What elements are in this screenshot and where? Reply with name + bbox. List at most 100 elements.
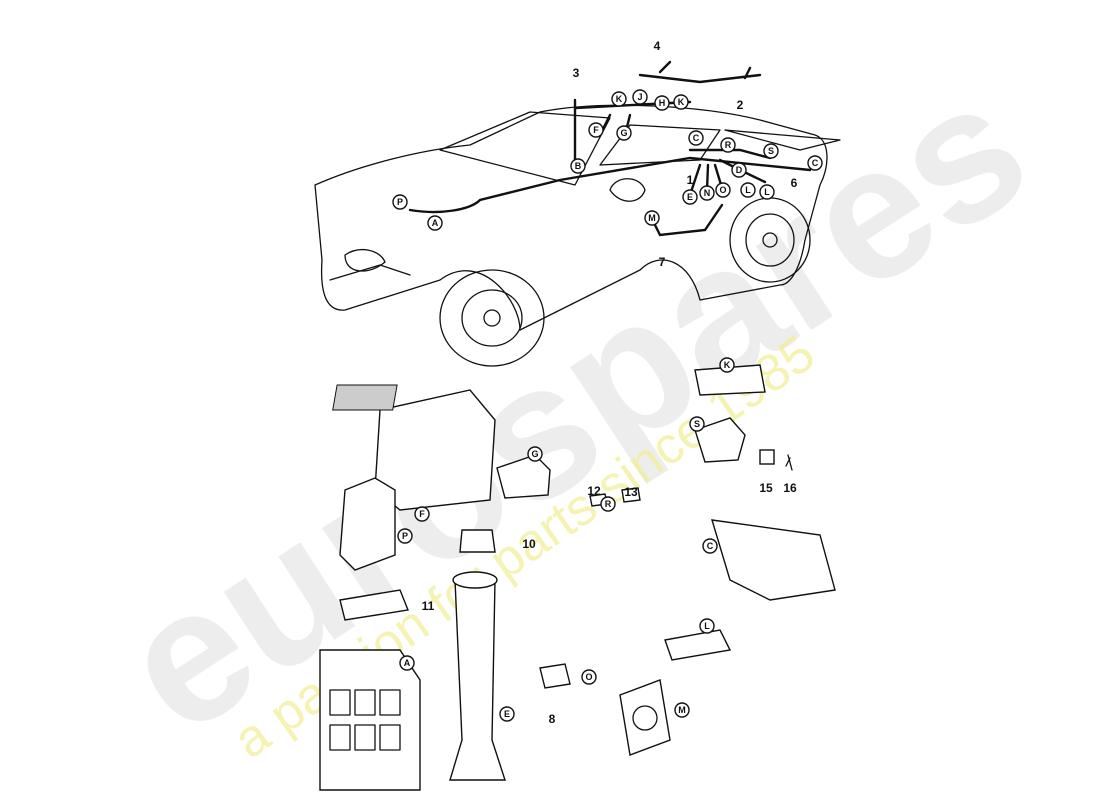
callout-number-7: 7 xyxy=(659,255,666,269)
callout-letter-l: L xyxy=(699,618,715,634)
svg-text:D: D xyxy=(736,165,743,175)
svg-text:F: F xyxy=(419,509,425,519)
callout-letter-f: F xyxy=(588,122,604,138)
svg-text:2: 2 xyxy=(737,98,744,112)
callout-letter-l: L xyxy=(759,184,775,200)
svg-text:8: 8 xyxy=(549,712,556,726)
part-8-connector xyxy=(539,663,571,689)
callout-number-13: 13 xyxy=(624,485,638,499)
callout-number-1: 1 xyxy=(687,173,694,187)
part-10-sensor-cap xyxy=(459,529,496,553)
svg-text:O: O xyxy=(719,185,726,195)
callout-letter-f: F xyxy=(414,506,430,522)
callout-letter-p: P xyxy=(397,528,413,544)
svg-text:R: R xyxy=(605,499,612,509)
callout-letter-s: S xyxy=(689,416,705,432)
callout-letter-o: O xyxy=(715,182,731,198)
callout-letter-p: P xyxy=(392,194,408,210)
svg-text:15: 15 xyxy=(759,481,773,495)
callout-number-10: 10 xyxy=(522,537,536,551)
part-a-fusebox xyxy=(319,649,421,791)
callout-letter-d: D xyxy=(731,162,747,178)
callout-letter-k: K xyxy=(673,94,689,110)
callout-number-12: 12 xyxy=(587,484,601,498)
svg-text:13: 13 xyxy=(624,485,638,499)
svg-text:12: 12 xyxy=(587,484,601,498)
svg-text:R: R xyxy=(725,140,732,150)
callout-letter-r: R xyxy=(600,496,616,512)
svg-text:C: C xyxy=(693,133,700,143)
callout-letter-g: G xyxy=(616,125,632,141)
callout-number-15: 15 xyxy=(759,481,773,495)
svg-text:H: H xyxy=(659,98,666,108)
part-11-connector xyxy=(339,589,409,621)
callout-number-6: 6 xyxy=(791,176,798,190)
parts xyxy=(319,364,836,791)
svg-text:4: 4 xyxy=(654,39,661,53)
svg-text:L: L xyxy=(704,621,710,631)
svg-text:K: K xyxy=(616,94,623,104)
svg-text:3: 3 xyxy=(573,66,580,80)
svg-text:S: S xyxy=(768,146,774,156)
svg-text:S: S xyxy=(694,419,700,429)
callout-letter-h: H xyxy=(654,95,670,111)
callout-letter-k: K xyxy=(719,357,735,373)
svg-text:7: 7 xyxy=(659,255,666,269)
callout-letter-o: O xyxy=(581,669,597,685)
svg-text:G: G xyxy=(531,449,538,459)
callout-letter-m: M xyxy=(674,702,690,718)
svg-text:11: 11 xyxy=(422,599,435,613)
callout-number-8: 8 xyxy=(549,712,556,726)
svg-text:G: G xyxy=(620,128,627,138)
svg-text:N: N xyxy=(704,188,711,198)
svg-text:C: C xyxy=(812,158,819,168)
callout-letter-l: L xyxy=(740,182,756,198)
part-c-rear-panel xyxy=(711,519,836,601)
svg-text:L: L xyxy=(764,187,770,197)
svg-text:1: 1 xyxy=(687,173,694,187)
car-outline xyxy=(314,104,841,367)
part-s-motor xyxy=(694,417,746,463)
svg-text:6: 6 xyxy=(791,176,798,190)
svg-text:K: K xyxy=(724,360,731,370)
svg-text:F: F xyxy=(593,125,599,135)
svg-text:M: M xyxy=(678,705,686,715)
callout-letter-k: K xyxy=(611,91,627,107)
callout-letter-a: A xyxy=(399,655,415,671)
callout-number-2: 2 xyxy=(737,98,744,112)
callout-letter-n: N xyxy=(699,185,715,201)
callout-letter-g: G xyxy=(527,446,543,462)
callout-letter-c: C xyxy=(702,538,718,554)
part-p-relay xyxy=(339,477,396,571)
callout-letter-m: M xyxy=(644,210,660,226)
callout-letter-j: J xyxy=(632,89,648,105)
svg-text:C: C xyxy=(707,541,714,551)
callout-number-3: 3 xyxy=(573,66,580,80)
callout-letter-s: S xyxy=(763,143,779,159)
callout-number-11: 11 xyxy=(422,599,435,613)
callout-letter-c: C xyxy=(688,130,704,146)
svg-text:J: J xyxy=(637,92,642,102)
callout-letter-e: E xyxy=(682,189,698,205)
callout-number-4: 4 xyxy=(654,39,661,53)
part-15-switch xyxy=(759,449,775,465)
wiring-harness xyxy=(408,60,812,237)
svg-text:E: E xyxy=(504,709,510,719)
part-l-plate-light xyxy=(664,629,732,661)
svg-text:10: 10 xyxy=(522,537,536,551)
svg-text:A: A xyxy=(404,658,411,668)
svg-text:A: A xyxy=(432,218,439,228)
svg-text:B: B xyxy=(575,161,582,171)
svg-text:P: P xyxy=(397,197,403,207)
svg-text:E: E xyxy=(687,192,693,202)
part-k-light xyxy=(694,364,766,396)
callout-letter-c: C xyxy=(807,155,823,171)
svg-text:P: P xyxy=(402,531,408,541)
callout-letter-b: B xyxy=(570,158,586,174)
svg-text:O: O xyxy=(585,672,592,682)
callout-number-16: 16 xyxy=(783,481,797,495)
part-13-bulb xyxy=(621,487,641,503)
callout-letter-r: R xyxy=(720,137,736,153)
